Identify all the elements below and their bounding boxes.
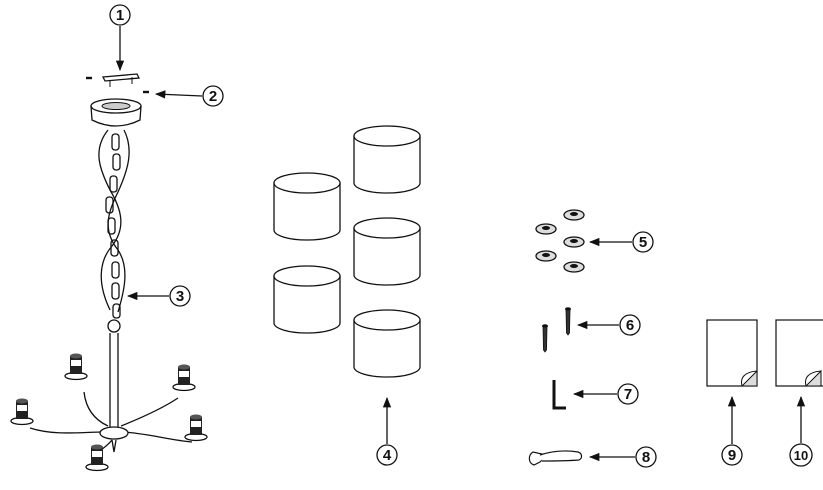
candle-holder-icon	[184, 414, 208, 442]
shade-icon	[273, 265, 341, 334]
mounting-screws-icon	[542, 307, 571, 353]
callout-6: 6	[576, 314, 641, 336]
candle-holder-icon	[85, 444, 109, 472]
candle-holder-icon	[172, 364, 196, 392]
callout-7-number: 7	[624, 386, 632, 403]
callout-4-number: 4	[383, 447, 392, 464]
canopy-icon	[90, 98, 142, 127]
shade-icon	[353, 309, 421, 378]
callout-4: 4	[376, 396, 398, 466]
wrench-icon	[528, 450, 583, 466]
callout-9: 9	[721, 395, 743, 466]
shade-icon	[353, 217, 421, 286]
callout-8: 8	[588, 446, 657, 468]
callout-10-number: 10	[794, 448, 808, 463]
callout-10: 10	[789, 395, 813, 467]
mounting-bracket-icon	[101, 73, 141, 87]
callout-7: 7	[572, 383, 639, 405]
bracket-screws-icon	[86, 76, 149, 94]
candle-holder-icon	[64, 353, 88, 381]
stem-icon	[109, 333, 119, 428]
callout-8-number: 8	[642, 449, 650, 466]
instruction-sheet-icon	[775, 319, 823, 387]
chandelier-icon	[10, 73, 208, 472]
candle-holder-icon	[10, 398, 34, 426]
chain-icon	[98, 129, 130, 333]
instruction-sheet-icon	[706, 319, 758, 387]
allen-key-icon	[552, 380, 566, 410]
callout-3-number: 3	[176, 288, 184, 305]
callout-5: 5	[588, 231, 654, 253]
callout-3: 3	[126, 285, 191, 307]
callout-5-number: 5	[639, 234, 647, 251]
callout-1: 1	[109, 4, 131, 72]
washers-icon	[535, 209, 585, 273]
callout-6-number: 6	[626, 317, 634, 334]
callout-9-number: 9	[728, 447, 736, 464]
callout-2: 2	[154, 85, 224, 107]
chandelier-arms-icon	[29, 391, 193, 453]
shade-icon	[273, 172, 341, 241]
callout-1-number: 1	[116, 7, 124, 24]
shades-icon	[273, 125, 421, 378]
shade-icon	[353, 125, 421, 194]
callout-2-number: 2	[209, 88, 217, 105]
